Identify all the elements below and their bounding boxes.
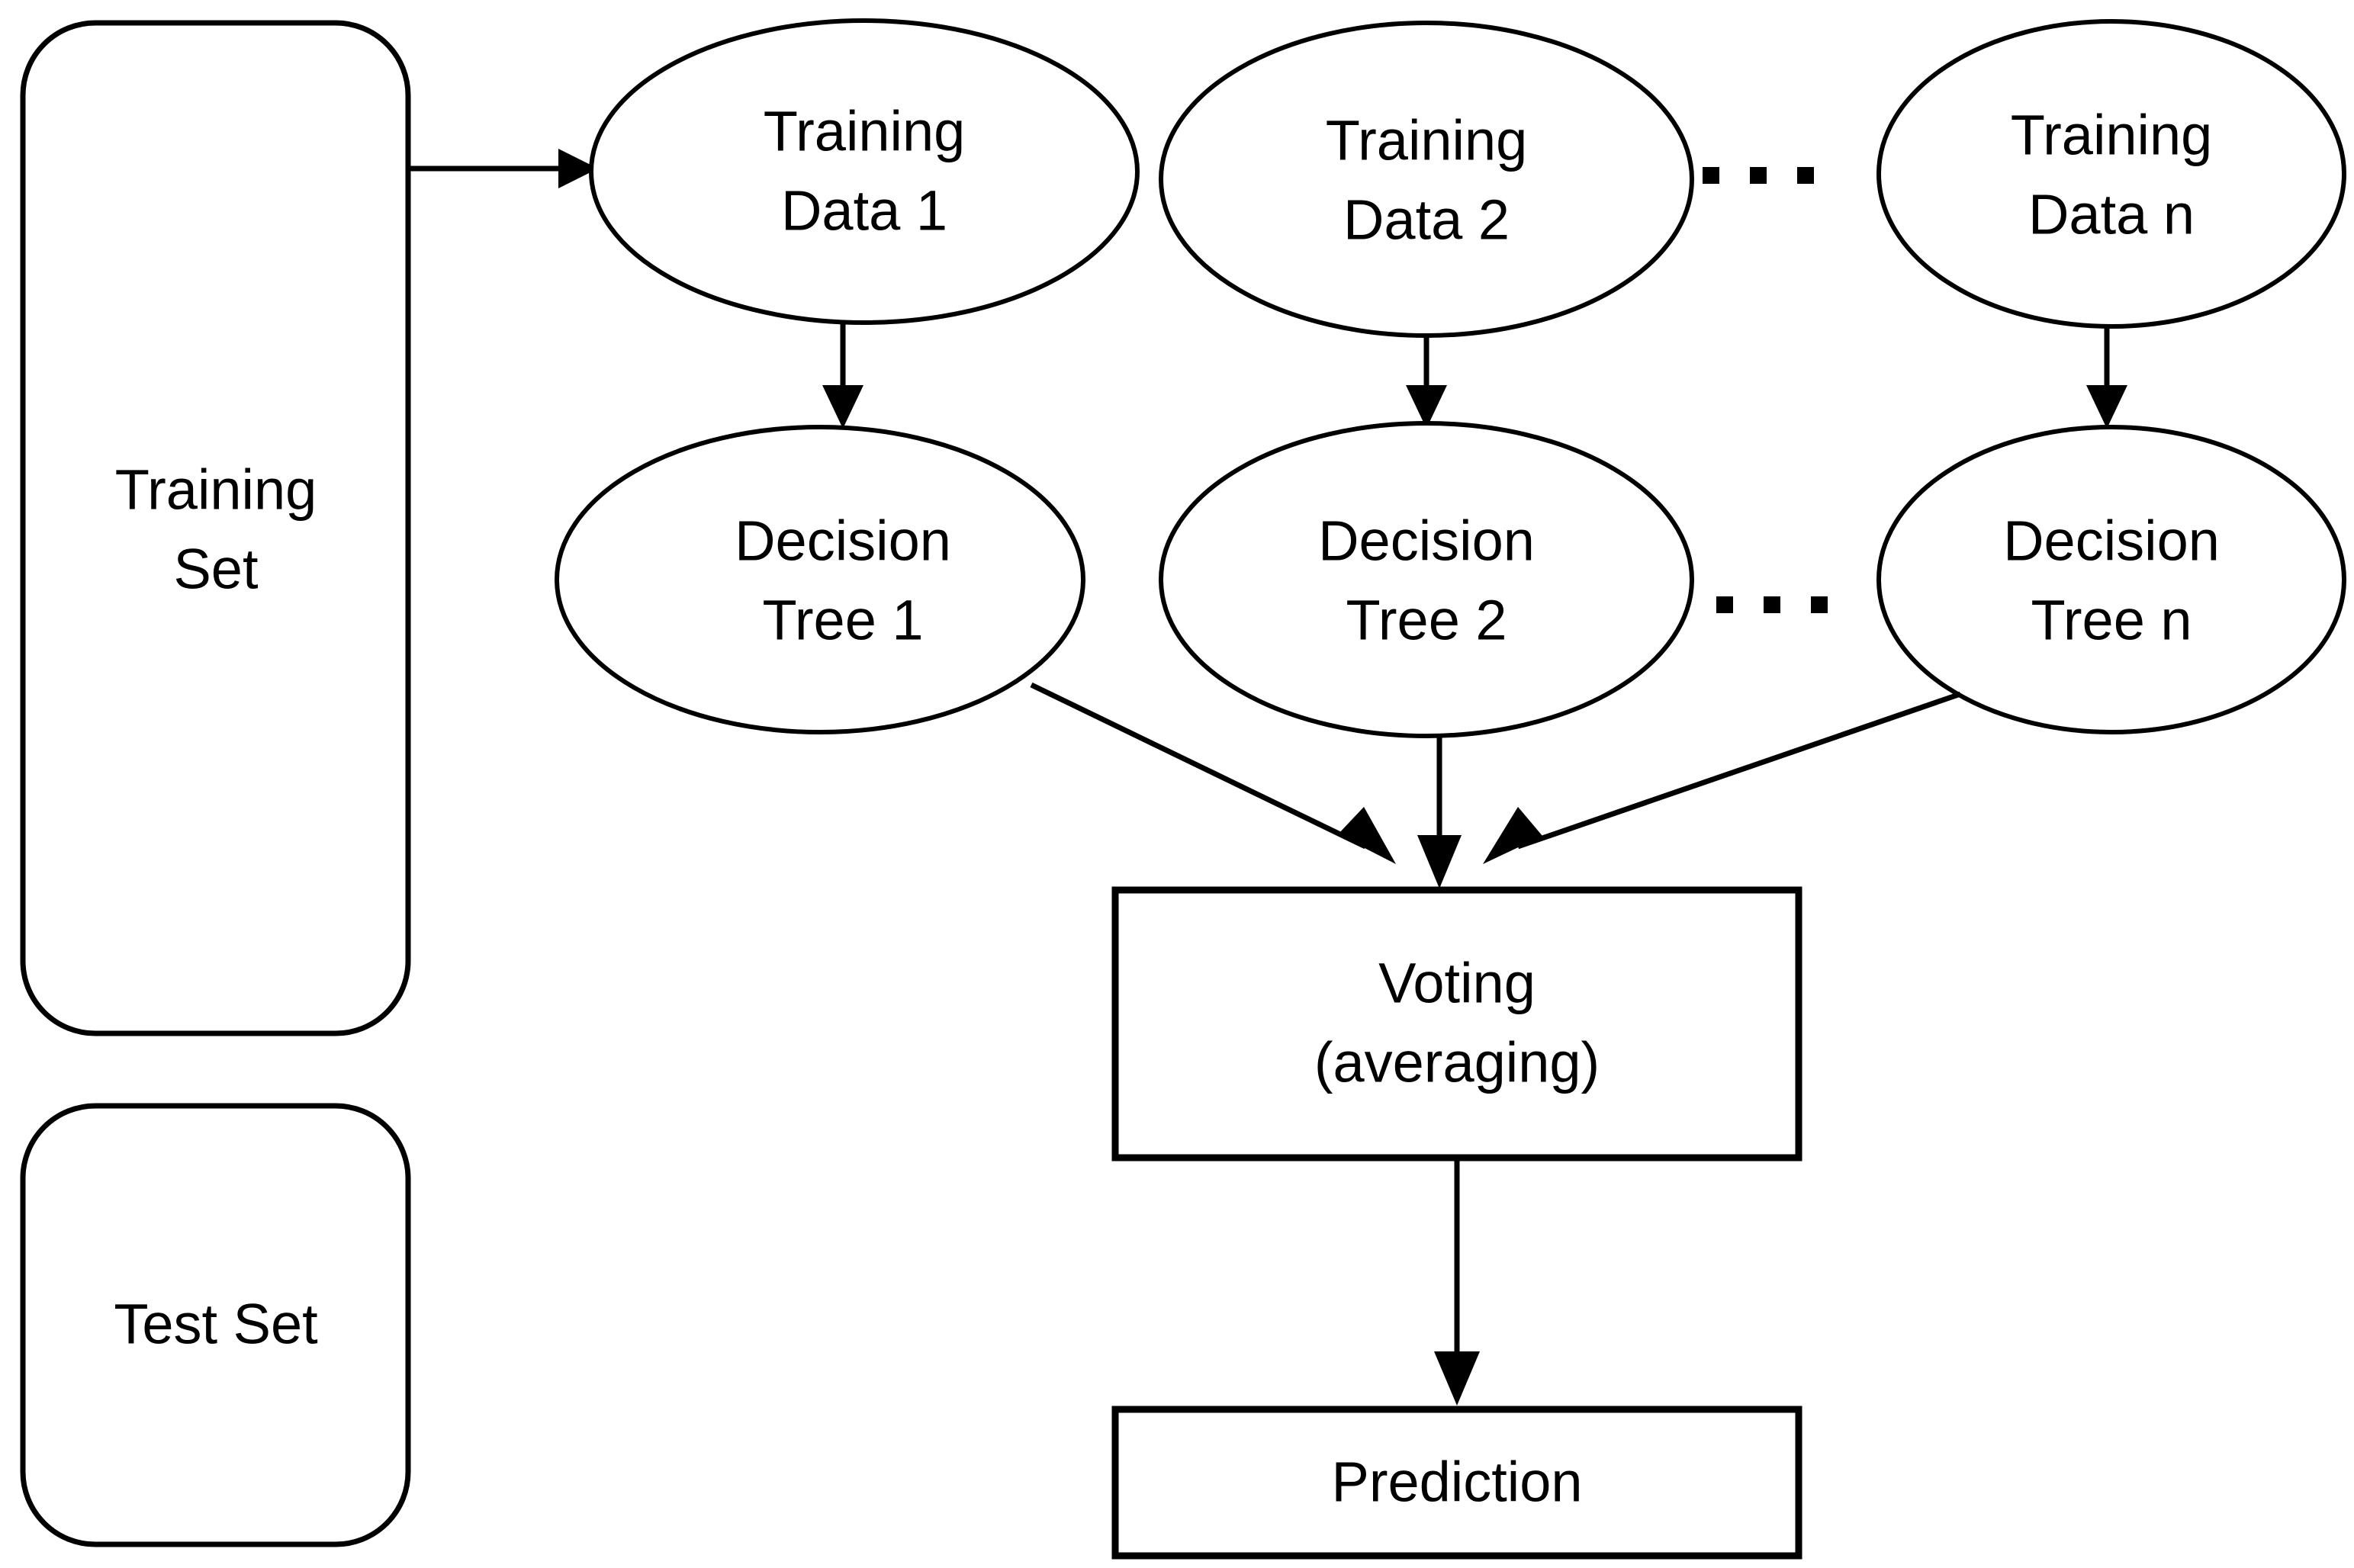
node-training-data-1[interactable]: Training Data 1 — [589, 18, 1140, 325]
ellipsis-dot-1 — [1716, 596, 1733, 613]
arrow-head-down — [1406, 385, 1447, 429]
arrow-head-right — [558, 149, 598, 188]
training-data-n-shape — [1876, 19, 2346, 329]
voting-label-line1: Voting — [1378, 952, 1536, 1015]
node-test-set[interactable]: Test Set — [20, 1103, 411, 1547]
edge-training-data-n-to-decision-tree-n — [2086, 326, 2127, 429]
training-data-2-shape — [1159, 21, 1694, 338]
arrow-head-diagonal — [1338, 807, 1396, 864]
ellipsis-dot-3 — [1811, 596, 1828, 613]
edge-decision-tree-2-to-voting — [1417, 734, 1462, 888]
node-training-data-n[interactable]: Training Data n — [1876, 19, 2346, 329]
training-data-1-shape — [589, 18, 1140, 325]
arrow-head-down — [2086, 385, 2127, 429]
arrow-head-down — [822, 385, 863, 429]
training-data-1-label-line1: Training — [764, 100, 966, 163]
edge-decision-tree-1-to-voting — [1030, 682, 1396, 864]
edge-training-data-1-to-decision-tree-1 — [822, 323, 863, 429]
ellipsis-dot-3 — [1797, 167, 1814, 184]
edge-training-data-2-to-decision-tree-2 — [1406, 336, 1447, 429]
ellipsis-dot-2 — [1750, 167, 1767, 184]
node-decision-tree-2[interactable]: Decision Tree 2 — [1159, 421, 1694, 738]
decision-tree-n-label-line2: Tree n — [2031, 589, 2192, 652]
edge-training-set-to-training-data-1 — [407, 149, 598, 188]
ellipsis-decision-tree-row — [1716, 596, 1828, 613]
arrow-head-diagonal — [1483, 807, 1542, 864]
decision-tree-2-label-line2: Tree 2 — [1346, 589, 1507, 652]
decision-tree-n-shape — [1876, 425, 2346, 734]
arrow-head-down — [1417, 835, 1462, 888]
test-set-label: Test Set — [114, 1293, 318, 1356]
edge-line-segment — [1030, 682, 1367, 850]
training-data-n-label-line1: Training — [2011, 104, 2213, 167]
decision-tree-1-label-line2: Tree 1 — [762, 589, 923, 652]
ellipsis-training-data-row — [1703, 167, 1814, 184]
voting-label-line2: (averaging) — [1314, 1031, 1600, 1094]
node-training-data-2[interactable]: Training Data 2 — [1159, 21, 1694, 338]
node-prediction[interactable]: Prediction — [1111, 1406, 1802, 1560]
node-training-set[interactable]: Training Set — [20, 20, 411, 1036]
decision-tree-n-label-line1: Decision — [2003, 509, 2220, 573]
decision-tree-2-shape — [1159, 421, 1694, 738]
ellipsis-dot-2 — [1764, 596, 1780, 613]
arrow-head-down — [1434, 1351, 1480, 1406]
test-set-shape — [20, 1103, 411, 1547]
decision-tree-1-label-line1: Decision — [735, 509, 951, 573]
prediction-label: Prediction — [1331, 1451, 1582, 1514]
edge-decision-tree-n-to-voting — [1483, 691, 1962, 864]
edge-line-segment — [1516, 691, 1962, 850]
training-data-2-label-line1: Training — [1326, 109, 1528, 172]
prediction-shape — [1111, 1406, 1802, 1560]
ellipsis-dot-1 — [1703, 167, 1719, 184]
voting-shape — [1111, 886, 1802, 1162]
node-voting[interactable]: Voting (averaging) — [1111, 886, 1802, 1162]
training-data-1-label-line2: Data 1 — [781, 179, 947, 243]
training-data-2-label-line2: Data 2 — [1343, 188, 1510, 252]
decision-tree-1-shape — [555, 425, 1085, 734]
node-decision-tree-1[interactable]: Decision Tree 1 — [555, 425, 1085, 734]
training-set-label-line2: Set — [173, 538, 259, 601]
decision-tree-2-label-line1: Decision — [1318, 509, 1535, 573]
training-set-shape — [20, 20, 411, 1036]
training-data-n-label-line2: Data n — [2028, 183, 2195, 246]
edge-voting-to-prediction — [1434, 1159, 1480, 1406]
training-set-label-line1: Training — [115, 458, 317, 522]
node-decision-tree-n[interactable]: Decision Tree n — [1876, 425, 2346, 734]
